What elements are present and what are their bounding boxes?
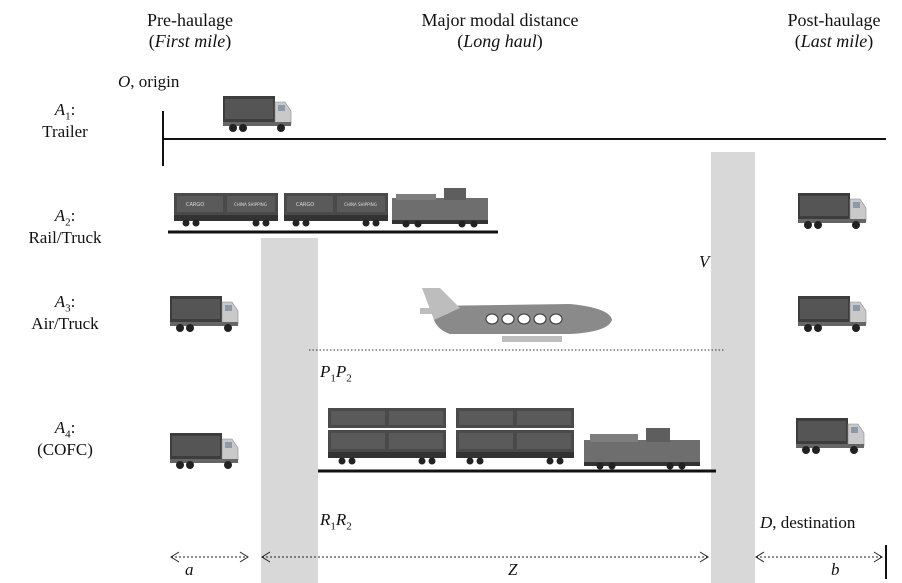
- pre-haulage-subtitle: (First mile): [148, 31, 232, 51]
- alternative-a4-label: A4: (COFC): [37, 418, 93, 460]
- airplane-icon: [420, 288, 612, 342]
- truck-icon: [795, 417, 865, 455]
- segment-z-arrow: [261, 551, 709, 563]
- transfer-band-destination-side: [711, 152, 755, 583]
- point-p1p2-label: P1P2: [320, 362, 352, 385]
- pre-haulage-header: Pre-haulage (First mile): [125, 10, 255, 52]
- truck-icon: [169, 295, 239, 333]
- segment-a-arrow: [170, 551, 249, 563]
- origin-label: O, origin: [118, 72, 180, 91]
- major-modal-subtitle: (Long haul): [457, 31, 543, 51]
- double-stack-train-icon: [328, 408, 700, 470]
- point-v-label: V: [699, 252, 710, 271]
- segment-b-arrow: [755, 551, 883, 563]
- alternative-a3-label: A3: Air/Truck: [31, 292, 99, 334]
- pre-haulage-title: Pre-haulage: [147, 10, 233, 30]
- segment-b-label: b: [831, 560, 840, 579]
- segment-z-label: Z: [508, 560, 518, 579]
- train-icon: [174, 188, 488, 228]
- post-haulage-title: Post-haulage: [787, 10, 881, 30]
- major-modal-title: Major modal distance: [421, 10, 579, 30]
- point-r1r2-label: R1R2: [320, 510, 352, 533]
- major-modal-header: Major modal distance (Long haul): [390, 10, 610, 52]
- truck-icon: [797, 295, 867, 333]
- truck-icon: [169, 432, 239, 470]
- truck-icon: [222, 95, 292, 133]
- post-haulage-subtitle: (Last mile): [794, 31, 874, 51]
- segment-a-label: a: [185, 560, 194, 579]
- alternative-a2-label: A2: Rail/Truck: [28, 206, 102, 248]
- post-haulage-header: Post-haulage (Last mile): [766, 10, 902, 52]
- destination-label: D, destination: [760, 513, 856, 532]
- transfer-band-origin-side: [261, 238, 318, 583]
- alternative-a1-label: A1: Trailer: [42, 100, 88, 142]
- truck-icon: [797, 192, 867, 230]
